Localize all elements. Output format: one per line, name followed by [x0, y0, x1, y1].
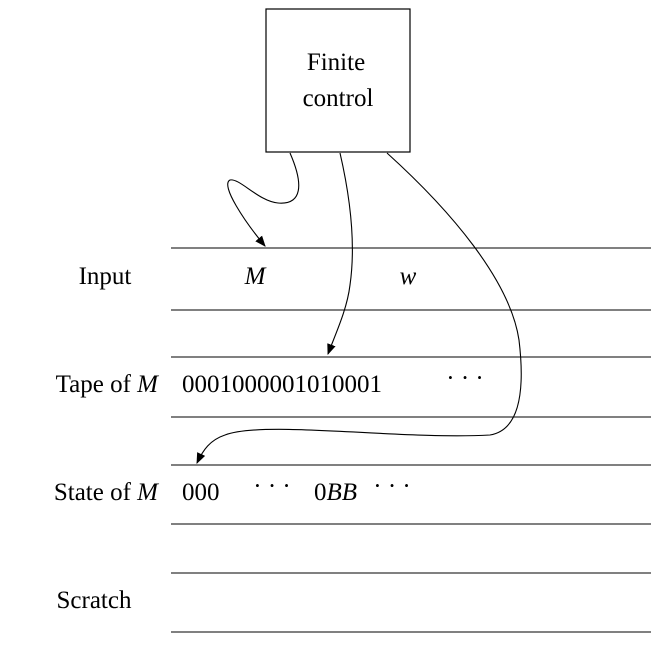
finite-control-line2: control	[303, 85, 374, 112]
tape-of-m-head-arrow	[327, 152, 353, 356]
head-arrows	[196, 152, 522, 464]
scratch-tape-label: Scratch	[57, 587, 132, 614]
input-tape-cell-w: w	[400, 263, 417, 290]
input-tape-label: Input	[79, 263, 132, 290]
tape-of-m-ellipsis: · · ·	[446, 365, 483, 392]
tape-of-m-content: 0001000001010001	[182, 371, 382, 398]
state-of-m-ellipsis-2: · · ·	[373, 473, 410, 500]
tape-of-m: Tape of M 0001000001010001 · · ·	[56, 365, 484, 398]
state-of-m-label-text: State of	[54, 479, 137, 506]
input-head-arrow	[227, 152, 300, 247]
state-of-m-tape: State of M 000 · · · 0BB · · ·	[54, 473, 411, 506]
state-of-m-content-zero: 0	[314, 479, 327, 506]
state-head-arrow	[196, 152, 522, 464]
tape-of-m-label-var: M	[136, 371, 159, 398]
state-of-m-label: State of M	[54, 479, 159, 506]
tape-of-m-label-text: Tape of	[56, 371, 138, 398]
state-of-m-content-start: 000	[182, 479, 220, 506]
state-of-m-ellipsis-1: · · ·	[253, 473, 290, 500]
scratch-tape: Scratch	[57, 587, 132, 614]
finite-control-line1: Finite	[307, 49, 365, 76]
state-of-m-content-blank: 0BB	[314, 479, 357, 506]
finite-control-box	[265, 8, 411, 153]
state-of-m-content-bb: BB	[327, 479, 358, 506]
input-tape: Input M w	[79, 263, 417, 290]
tape-of-m-label: Tape of M	[56, 371, 160, 398]
input-tape-cell-m: M	[244, 263, 267, 290]
tape-lines	[171, 247, 651, 633]
state-of-m-label-var: M	[136, 479, 159, 506]
finite-control: Finite control	[265, 8, 411, 153]
